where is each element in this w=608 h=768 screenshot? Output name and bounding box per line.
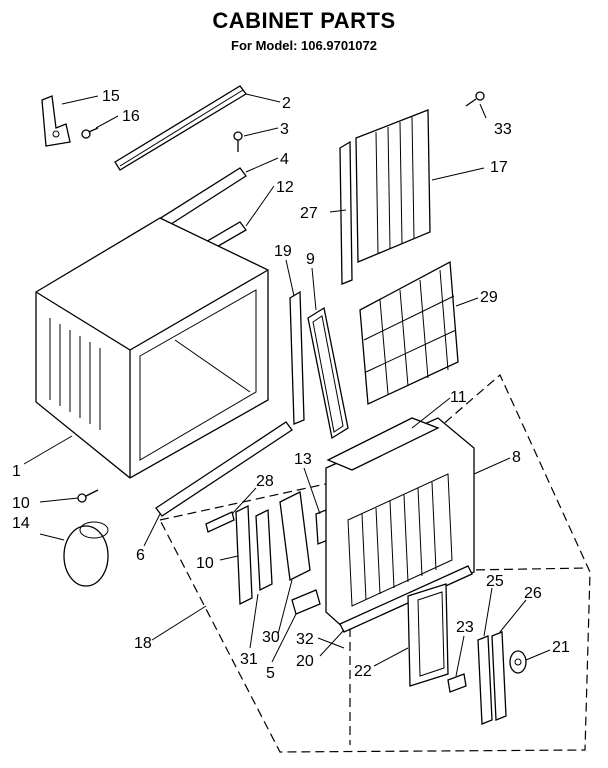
- callout-3: 3: [280, 121, 289, 138]
- part-sill: [339, 565, 473, 633]
- callout-14: 14: [12, 515, 30, 532]
- part-mount-14: [63, 521, 109, 587]
- part-knob: [509, 650, 527, 674]
- callout-22: 22: [354, 663, 372, 680]
- part-louver-bracket: [279, 491, 311, 581]
- model-number: For Model: 106.9701072: [231, 38, 377, 53]
- callout-10b: 10: [196, 555, 214, 572]
- callout-29: 29: [480, 289, 498, 306]
- part-control-strip: [491, 631, 507, 721]
- part-strip-31: [255, 508, 273, 592]
- callout-33: 33: [494, 121, 512, 138]
- callout-17: 17: [490, 159, 508, 176]
- part-control-box: [407, 583, 449, 687]
- callout-27: 27: [300, 205, 318, 222]
- part-switch-strip: [477, 635, 493, 725]
- callout-8: 8: [512, 449, 521, 466]
- callout-2: 2: [282, 95, 291, 112]
- callout-21: 21: [552, 639, 570, 656]
- callout-6: 6: [136, 547, 145, 564]
- callout-1: 1: [12, 463, 21, 480]
- callout-11: 11: [450, 389, 467, 406]
- part-strip-19: [289, 290, 305, 425]
- part-strip-10: [235, 504, 253, 606]
- part-grille: [359, 260, 459, 405]
- part-screw-3: [233, 131, 243, 152]
- callout-23: 23: [456, 619, 474, 636]
- part-filter: [307, 306, 349, 440]
- callout-32: 32: [296, 631, 314, 648]
- callout-28: 28: [256, 473, 274, 490]
- part-front-panel: [325, 417, 475, 631]
- callout-4: 4: [280, 151, 289, 168]
- callout-16: 16: [122, 108, 140, 125]
- part-block-28: [205, 511, 235, 533]
- part-screw-10: [77, 489, 99, 503]
- part-screw-33: [465, 91, 485, 107]
- callout-12: 12: [276, 179, 294, 196]
- callout-30: 30: [262, 629, 280, 646]
- part-side-curtain: [355, 109, 431, 263]
- callout-18: 18: [134, 635, 152, 652]
- part-screw-16: [81, 127, 99, 139]
- part-top-plate: [326, 417, 440, 471]
- callout-10a: 10: [12, 495, 30, 512]
- front-assembly-outline: [159, 374, 591, 753]
- part-bottom-rail: [155, 421, 293, 517]
- callout-5: 5: [266, 665, 275, 682]
- callout-13: 13: [294, 451, 312, 468]
- page-title: CABINET PARTS: [212, 8, 396, 33]
- part-side-strip: [339, 140, 353, 285]
- part-cabinet-shell: [35, 217, 269, 479]
- part-bracket-23: [447, 673, 467, 693]
- callout-19: 19: [274, 243, 292, 260]
- callout-25: 25: [486, 573, 504, 590]
- part-bracket: [41, 95, 71, 147]
- callout-31: 31: [240, 651, 258, 668]
- callout-26: 26: [524, 585, 542, 602]
- callout-15: 15: [102, 88, 120, 105]
- callout-20: 20: [296, 653, 314, 670]
- callout-9: 9: [306, 251, 315, 268]
- part-pad-5: [291, 589, 321, 615]
- leader-lines: [23, 93, 551, 677]
